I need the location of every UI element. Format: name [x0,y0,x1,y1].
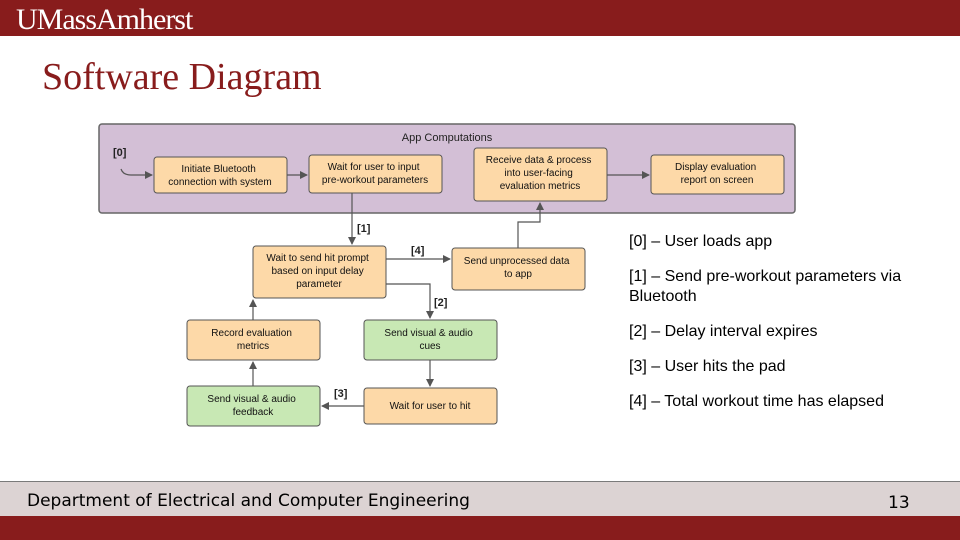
header-bar: UMassAmherst [0,0,960,36]
legend-item-0: [0] – User loads app [629,233,773,250]
edge-label-0: [0] [113,147,127,159]
legend: [0] – User loads app [1] – Send pre-work… [629,232,929,427]
edge-label-1: [1] [357,223,371,235]
node-receive-data: Receive data & process into user-facing … [473,147,608,202]
node-wait-hit-prompt: Wait to send hit prompt based on input d… [252,245,387,299]
node-label: Send visual & audio feedback [207,394,298,418]
node-label: Send unprocessed data to app [464,256,572,280]
edge-start-to-initiate [120,168,153,179]
legend-item-1: [1] – Send pre-workout parameters via Bl… [629,268,902,305]
node-send-feedback: Send visual & audio feedback [186,385,321,427]
edge-unprocessed-to-receive [517,202,544,248]
slide-title: Software Diagram [42,56,322,98]
edge-label-2: [2] [434,297,448,309]
department-name: Department of Electrical and Computer En… [27,491,470,511]
footer-bar [0,481,960,517]
bottom-bar [0,516,960,540]
umass-logo: UMassAmherst [16,3,193,36]
node-label: Wait for user to hit [390,401,471,412]
edge-label-3: [3] [334,388,348,400]
legend-item-3: [3] – User hits the pad [629,358,786,375]
node-label: Display evaluation report on screen [675,162,759,186]
node-label: Send visual & audio cues [384,328,475,352]
page-number: 13 [888,493,910,513]
node-label: Initiate Bluetooth connection with syste… [168,164,271,188]
node-wait-params: Wait for user to input pre-workout param… [308,154,443,194]
node-send-cues: Send visual & audio cues [363,319,498,361]
node-initiate-bluetooth: Initiate Bluetooth connection with syste… [153,156,288,194]
edge-hit-prompt-to-cues [386,283,434,319]
node-label: Record evaluation metrics [211,328,294,352]
node-display-report: Display evaluation report on screen [650,154,785,195]
legend-item-2: [2] – Delay interval expires [629,323,818,340]
node-send-unprocessed: Send unprocessed data to app [451,247,586,291]
group-label: App Computations [402,132,493,144]
edge-label-4: [4] [411,245,425,257]
node-label: Wait to send hit prompt based on input d… [266,253,371,290]
node-wait-hit: Wait for user to hit [363,387,498,425]
node-record-metrics: Record evaluation metrics [186,319,321,361]
node-label: Receive data & process into user-facing … [486,155,594,192]
node-label: Wait for user to input pre-workout param… [322,162,428,186]
legend-item-4: [4] – Total workout time has elapsed [629,393,884,410]
